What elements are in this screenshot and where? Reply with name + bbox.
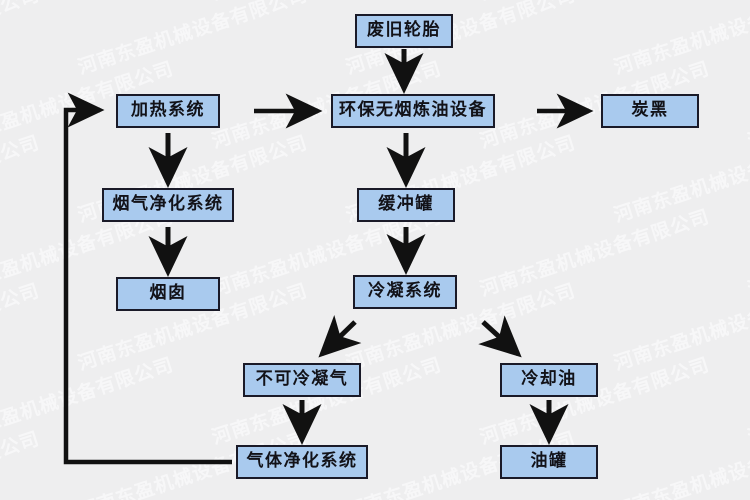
node-label-carbon-black: 炭黑 [631,100,669,120]
node-label-flue-gas-purifier: 烟气净化系统 [112,194,224,214]
node-label-waste-tires: 废旧轮胎 [367,20,441,40]
node-label-buffer-tank: 缓冲罐 [378,194,434,214]
node-non-condensable-gas[interactable]: 不可冷凝气 [243,363,361,397]
watermark-text: 河南东盈机械设备有限公司 [75,0,311,79]
watermark-text: 河南东盈机械设备有限公司 [611,131,750,227]
watermark-text: 河南东盈机械设备有限公司 [0,0,43,79]
node-buffer-tank[interactable]: 缓冲罐 [357,188,455,222]
watermark-text: 河南东盈机械设备有限公司 [476,0,713,6]
watermark-text: 河南东盈机械设备有限公司 [477,205,713,301]
node-label-refining-equipment: 环保无烟炼油设备 [339,100,487,120]
node-label-non-condensable-gas: 不可冷凝气 [255,369,349,389]
watermark-text: 河南东盈机械设备有限公司 [0,427,43,500]
connector-condensing-to-cooledoil [478,315,522,358]
node-label-heating-system: 加热系统 [131,100,205,120]
node-chimney[interactable]: 烟囱 [116,277,220,311]
watermark-text: 河南东盈机械设备有限公司 [745,205,750,301]
watermark-text: 河南东盈机械设备有限公司 [0,353,177,449]
node-waste-tires[interactable]: 废旧轮胎 [355,14,453,48]
watermark-text: 河南东盈机械设备有限公司 [0,279,43,375]
watermark-text: 河南东盈机械设备有限公司 [745,57,750,153]
watermark-text: 河南东盈机械设备有限公司 [744,0,750,6]
node-label-chimney: 烟囱 [149,283,187,303]
node-label-cooled-oil: 冷却油 [521,369,577,389]
node-flue-gas-purifier[interactable]: 烟气净化系统 [102,188,234,222]
node-carbon-black[interactable]: 炭黑 [601,94,699,128]
node-cooled-oil[interactable]: 冷却油 [500,363,598,397]
node-label-oil-tank: 油罐 [530,451,568,471]
watermark-text: 河南东盈机械设备有限公司 [0,0,177,6]
node-refining-equipment[interactable]: 环保无烟炼油设备 [331,94,495,128]
node-heating-system[interactable]: 加热系统 [116,94,220,128]
watermark-text: 河南东盈机械设备有限公司 [611,0,750,79]
watermark-text: 河南东盈机械设备有限公司 [208,0,445,6]
node-gas-purifier[interactable]: 气体净化系统 [236,445,368,479]
node-label-condensing-system: 冷凝系统 [368,281,442,301]
connector-condensing-to-noncondensable [318,314,362,358]
node-condensing-system[interactable]: 冷凝系统 [353,275,457,309]
watermark-text: 河南东盈机械设备有限公司 [611,427,750,500]
node-label-gas-purifier: 气体净化系统 [246,451,358,471]
watermark-text: 河南东盈机械设备有限公司 [611,279,750,375]
node-oil-tank[interactable]: 油罐 [500,445,598,479]
watermark-text: 河南东盈机械设备有限公司 [0,131,43,227]
watermark-text: 河南东盈机械设备有限公司 [745,353,750,449]
